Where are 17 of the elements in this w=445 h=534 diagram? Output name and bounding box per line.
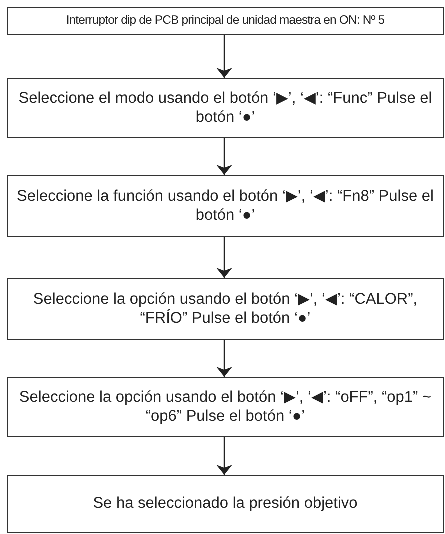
step-text: Se ha seleccionado la presión objetivo <box>92 494 359 514</box>
process-box <box>7 175 444 237</box>
arrow <box>216 237 232 278</box>
step-text: Seleccione la función usando el botón ‘▶’, ‘◀’: “Fn8” Pulse el botón ‘●’ <box>16 186 435 226</box>
arrow <box>216 138 232 175</box>
process-box <box>7 475 444 533</box>
step-text: Seleccione la opción usando el botón ‘▶’, ‘◀’: “oFF”, “op1” ~ “op6” Pulse el botón ‘●’ <box>18 388 433 426</box>
process-box <box>7 278 444 340</box>
process-box <box>7 377 444 437</box>
step-text: Interruptor dip de PCB principal de unidad maestra en ON: Nº 5 <box>65 13 386 29</box>
step-text: Seleccione el modo usando el botón ‘▶’, ‘◀’: “Func” Pulse el botón ‘●’ <box>18 88 434 128</box>
arrow <box>216 35 232 78</box>
process-box <box>7 78 444 138</box>
process-box <box>7 7 444 35</box>
arrow <box>216 340 232 377</box>
arrow <box>216 437 232 475</box>
step-text: Seleccione la opción usando el botón ‘▶’, ‘◀’: “CALOR”, “FRÍO” Pulse el botón ‘●’ <box>32 290 419 328</box>
